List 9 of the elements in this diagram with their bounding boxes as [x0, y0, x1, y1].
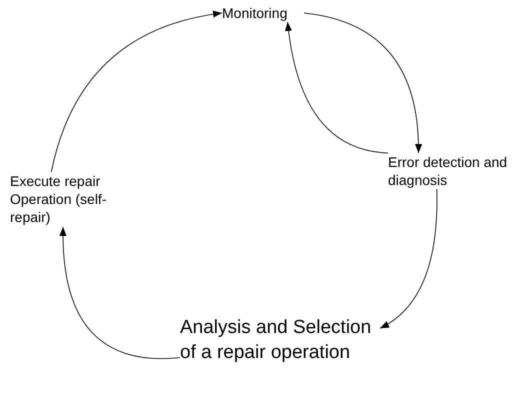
stage-label: Monitoring — [222, 4, 304, 22]
stage-label: Execute repair Operation (self-repair) — [10, 172, 128, 227]
curved-arrow — [285, 22, 388, 154]
curved-arrow — [304, 12, 422, 154]
curved-arrow — [50, 10, 222, 172]
stage-label: Error detection and diagnosis — [388, 153, 510, 190]
curved-arrow — [60, 226, 180, 360]
curved-arrow — [380, 188, 438, 329]
stage-label: Analysis and Selection of a repair operation — [180, 316, 380, 366]
